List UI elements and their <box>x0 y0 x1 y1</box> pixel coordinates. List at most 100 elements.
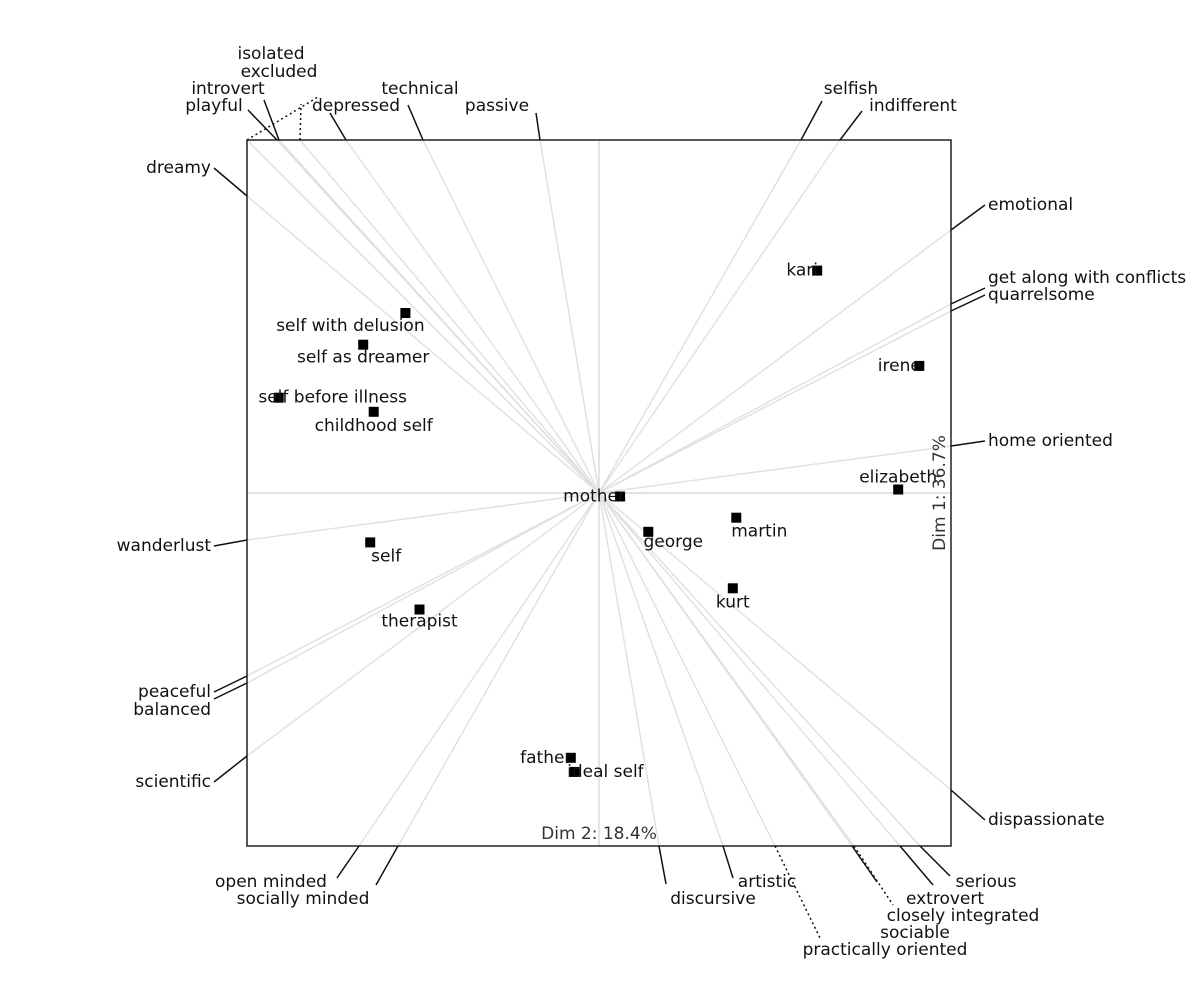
construct-leader-quarrelsome <box>950 294 986 312</box>
construct-label-extrovert: extrovert <box>906 889 984 909</box>
construct-label-depressed: depressed <box>312 96 400 116</box>
construct-leader-wanderlust <box>213 539 248 547</box>
construct-leader-closely-integrated <box>851 845 878 883</box>
element-label-self-before-illness: self before illness <box>258 388 407 408</box>
construct-label-excluded: excluded <box>241 62 318 82</box>
construct-leader-socially-minded <box>375 845 399 886</box>
construct-leader-isolated <box>246 96 319 141</box>
construct-ray-get-along-with-conflicts <box>598 303 952 494</box>
element-point-elizabeth[interactable] <box>893 484 904 495</box>
construct-leader-discursive <box>658 845 667 885</box>
construct-label-socially-minded: socially minded <box>237 889 370 909</box>
construct-ray-home-oriented <box>598 445 952 494</box>
construct-ray-discursive <box>598 492 660 847</box>
element-label-self-as-dreamer: self as dreamer <box>297 348 429 368</box>
construct-label-quarrelsome: quarrelsome <box>988 285 1095 305</box>
construct-ray-balanced <box>246 492 600 684</box>
construct-leader-emotional <box>950 204 986 231</box>
construct-ray-depressed <box>345 139 600 494</box>
construct-label-scientific: scientific <box>135 772 211 792</box>
element-point-ideal-self[interactable] <box>569 766 580 777</box>
element-label-kari: kari <box>786 261 818 281</box>
element-point-kurt[interactable] <box>727 583 738 594</box>
construct-leader-excluded <box>299 103 302 141</box>
construct-label-wanderlust: wanderlust <box>117 536 212 556</box>
construct-ray-dreamy <box>246 195 600 494</box>
element-label-ideal-self: ideal self <box>567 762 645 782</box>
x-axis-label: Dim 2: 18.4% <box>541 824 657 844</box>
construct-label-introvert: introvert <box>191 79 265 99</box>
element-point-therapist[interactable] <box>414 604 425 615</box>
construct-leader-depressed <box>329 112 347 141</box>
construct-ray-excluded <box>299 139 600 494</box>
construct-ray-playful <box>276 139 600 494</box>
construct-ray-socially-minded <box>397 492 600 847</box>
element-label-mother: mother <box>563 487 625 507</box>
element-point-martin[interactable] <box>731 512 742 523</box>
element-point-kari[interactable] <box>812 265 823 276</box>
construct-leader-selfish <box>800 100 823 141</box>
element-point-childhood-self[interactable] <box>368 406 379 417</box>
construct-ray-dispassionate <box>598 492 952 791</box>
construct-label-peaceful: peaceful <box>138 682 211 702</box>
construct-ray-sociable <box>598 492 855 847</box>
construct-label-closely-integrated: closely integrated <box>887 906 1040 926</box>
construct-label-selfish: selfish <box>824 79 878 99</box>
element-points <box>273 265 925 777</box>
construct-label-isolated: isolated <box>237 44 304 64</box>
construct-label-open-minded: open minded <box>215 872 327 892</box>
element-label-father: father <box>520 748 571 768</box>
construct-ray-indifferent <box>598 139 841 494</box>
construct-leaders <box>213 96 986 939</box>
construct-leader-indifferent <box>839 110 863 141</box>
construct-ray-peaceful <box>246 492 600 677</box>
construct-leader-peaceful <box>213 675 248 693</box>
construct-label-playful: playful <box>185 96 242 116</box>
construct-label-emotional: emotional <box>988 195 1073 215</box>
element-label-kurt: kurt <box>716 592 750 612</box>
construct-leader-technical <box>407 104 424 141</box>
construct-label-home-oriented: home oriented <box>988 431 1113 451</box>
construct-ray-emotional <box>598 229 952 494</box>
element-point-father[interactable] <box>565 752 576 763</box>
construct-leader-artistic <box>722 845 734 879</box>
construct-leader-dispassionate <box>950 789 986 821</box>
construct-leader-get-along-with-conflicts <box>950 287 986 305</box>
element-label-martin: martin <box>731 522 787 542</box>
element-point-self-before-illness[interactable] <box>273 392 284 403</box>
element-label-george: george <box>644 532 704 552</box>
construct-leader-balanced <box>213 682 248 700</box>
element-labels: kari self with delusion self as dreamer ire… <box>258 261 937 782</box>
construct-ray-isolated <box>246 139 600 494</box>
construct-label-practically-oriented: practically oriented <box>803 940 968 960</box>
element-label-self-with-delusion: self with delusion <box>276 316 424 336</box>
construct-leader-introvert <box>263 99 280 141</box>
construct-label-technical: technical <box>381 79 458 99</box>
construct-ray-artistic <box>598 492 724 847</box>
construct-ray-practically-oriented <box>598 492 776 847</box>
y-axis-label: Dim 1: 36.7% <box>930 435 950 551</box>
construct-ray-passive <box>539 139 600 494</box>
element-point-george[interactable] <box>643 526 654 537</box>
element-point-irene[interactable] <box>914 360 925 371</box>
element-point-self[interactable] <box>365 537 376 548</box>
construct-ray-extrovert <box>598 492 901 847</box>
construct-label-serious: serious <box>955 872 1016 892</box>
construct-ray-technical <box>422 139 600 494</box>
construct-label-get-along-with-conflicts: get along with conflicts <box>988 268 1186 288</box>
construct-label-passive: passive <box>465 96 529 116</box>
element-label-childhood-self: childhood self <box>315 416 434 436</box>
construct-ray-serious <box>598 492 921 847</box>
construct-leader-dreamy <box>213 167 248 197</box>
plot-frame <box>246 139 952 847</box>
element-point-self-as-dreamer[interactable] <box>358 339 369 350</box>
construct-label-balanced: balanced <box>133 700 211 720</box>
construct-ray-scientific <box>246 492 600 757</box>
construct-label-dreamy: dreamy <box>146 158 211 178</box>
construct-leader-playful <box>247 109 278 141</box>
element-label-irene: irene <box>878 356 921 376</box>
element-point-self-with-delusion[interactable] <box>400 308 411 318</box>
element-point-mother[interactable] <box>615 491 626 502</box>
